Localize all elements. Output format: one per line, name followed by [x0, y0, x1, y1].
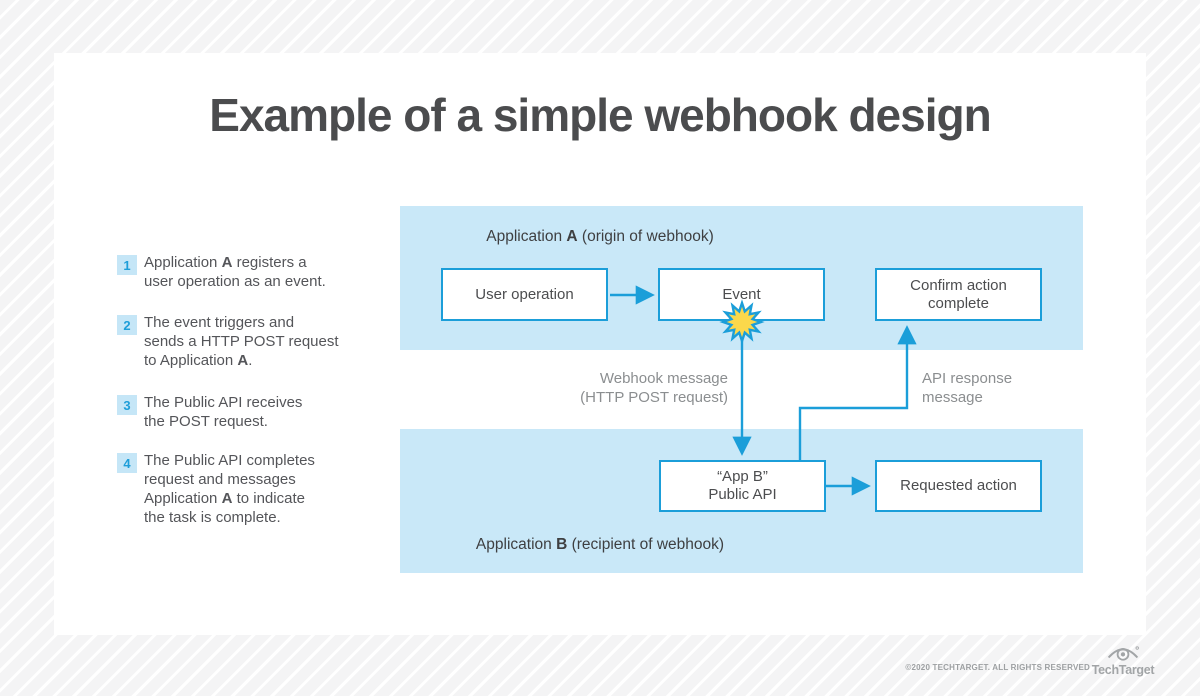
label-bold: A [566, 228, 578, 245]
label-text: Application [486, 228, 567, 245]
user-operation-box: User operation [441, 268, 608, 321]
step-number-badge: 4 [117, 453, 137, 473]
application-b-label: Application B (recipient of webhook) [54, 536, 1146, 554]
step-number-badge: 2 [117, 315, 137, 335]
label-text: Application [475, 536, 557, 553]
techtarget-wordmark: TechTarget [1091, 663, 1155, 677]
step-number-badge: 1 [117, 255, 137, 275]
event-box: Event [658, 268, 825, 321]
application-a-label: Application A (origin of webhook) [54, 228, 1146, 246]
requested-action-box: Requested action [875, 460, 1042, 512]
api-response-label: API response message [922, 370, 1013, 406]
step-number-badge: 3 [117, 395, 137, 415]
confirm-action-box: Confirm action complete [875, 268, 1042, 321]
techtarget-eye-icon [1107, 646, 1139, 661]
label-text: (origin of webhook) [577, 228, 714, 245]
webhook-message-label: Webhook message (HTTP POST request) [580, 370, 728, 406]
techtarget-logo: TechTarget [1092, 644, 1155, 677]
label-text: (recipient of webhook) [567, 536, 725, 553]
label-bold: B [556, 536, 568, 553]
copyright-text: ©2020 TECHTARGET. ALL RIGHTS RESERVED [905, 663, 1090, 672]
page-title: Example of a simple webhook design [209, 89, 991, 141]
app-b-public-api-box: “App B” Public API [659, 460, 826, 512]
